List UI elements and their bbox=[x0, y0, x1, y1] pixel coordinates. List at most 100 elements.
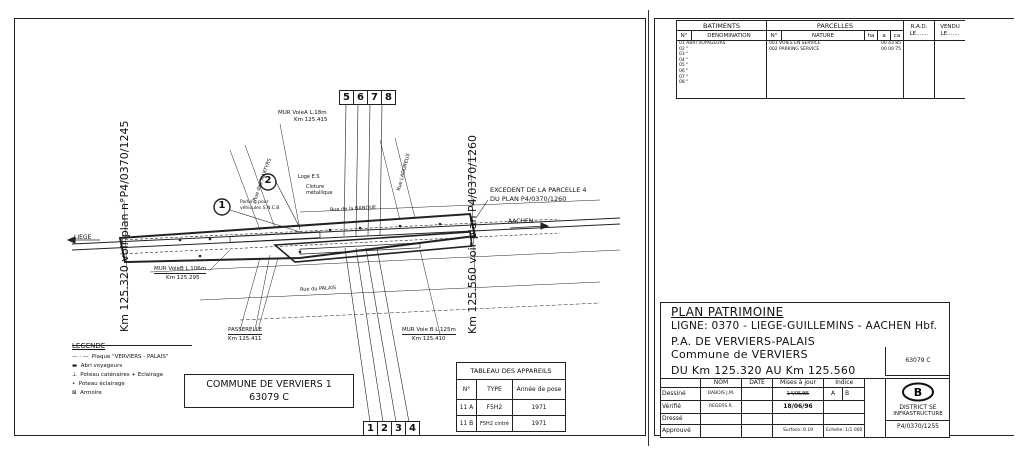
table-row: Dressé bbox=[660, 412, 866, 425]
parcel-nature: PARKING SERVICE bbox=[779, 46, 820, 52]
drawing-frame bbox=[14, 18, 646, 436]
row-approuve: Approuvé bbox=[660, 423, 701, 437]
appareils-table: TABLEAU DES APPAREILS N° TYPE Année de p… bbox=[456, 362, 566, 432]
bottom-number-4: 4 bbox=[405, 421, 420, 436]
col-denomination: DENOMINATION bbox=[691, 30, 767, 41]
approuve-nom bbox=[700, 423, 742, 437]
legend: LEGENDE — · — Plaque "VERVIERS - PALAIS"… bbox=[72, 342, 168, 398]
top-number-5: 5 bbox=[339, 90, 354, 105]
commune-box: COMMUNE DE VERVIERS 1 63079 C bbox=[184, 374, 354, 408]
loge-label: Loge E.S bbox=[298, 174, 320, 180]
track-plan bbox=[66, 102, 621, 423]
appareils-header-no: N° bbox=[456, 379, 477, 400]
legend-title: LEGENDE bbox=[72, 342, 106, 350]
armoire-symbol-icon: ⊠ bbox=[72, 390, 77, 396]
cloture-text: Cloture bbox=[306, 184, 325, 190]
parcel-no: 002 bbox=[769, 46, 778, 52]
poteau-catenaire-symbol-icon: ⊥ bbox=[72, 372, 77, 378]
callout-2-circle bbox=[259, 173, 277, 191]
approuve-date bbox=[741, 423, 773, 437]
list-item: 04 " bbox=[679, 57, 689, 63]
mur-b-right-label: MUR Voie B L.125m Km 125.410 bbox=[402, 326, 456, 343]
row-verifie: Vérifié bbox=[660, 399, 701, 414]
indice-a: A bbox=[823, 386, 843, 401]
list-item: 001 VOIES EN SERVICE 00 43 85 bbox=[769, 41, 901, 47]
parcel-no: 001 bbox=[769, 41, 778, 46]
rad-header: R.A.D.LE....... bbox=[903, 20, 935, 41]
col-ca: ca bbox=[890, 30, 904, 41]
table-row: 11 A F5H2 1971 bbox=[456, 399, 566, 416]
echelle: Echelle: 1/1.000 bbox=[822, 423, 866, 437]
col-nom: NOM bbox=[700, 378, 742, 388]
mur-b-right-km: Km 125.410 bbox=[412, 336, 446, 342]
commune-box-line-2: 63079 C bbox=[249, 392, 289, 403]
passerelle-label: PASSERELLE Km 125.411 bbox=[228, 326, 263, 343]
rad-cell bbox=[903, 40, 935, 99]
batiments-header: BATIMENTS bbox=[676, 20, 767, 31]
col-date: DATE bbox=[741, 378, 773, 388]
dresse-mise bbox=[772, 412, 824, 425]
appareils-header-annee: Année de pose bbox=[512, 379, 566, 400]
col-ha: ha bbox=[864, 30, 878, 41]
cloture-text-2: métallique bbox=[306, 190, 333, 196]
top-number-8: 8 bbox=[381, 90, 396, 105]
mur-b-left-label: MUR VoieB L.106m Km 125.295 bbox=[154, 265, 207, 282]
dessine-date bbox=[741, 386, 773, 401]
logo-letter: B bbox=[914, 386, 922, 399]
rad-label: R.A.D. bbox=[910, 23, 928, 30]
batiments-list: 01 ABRI VOYAGEURS 02 " 03 " 04 " 05 " 06… bbox=[676, 40, 767, 99]
plaque-symbol-icon: — · — bbox=[72, 354, 89, 360]
mise-1: 14/05/85 bbox=[772, 386, 824, 401]
legend-item-label: Plaque "VERVIERS - PALAIS" bbox=[91, 354, 169, 360]
col-indice: Indice bbox=[822, 378, 866, 388]
table-row: 11 B F5H2 cintré 1971 bbox=[456, 415, 566, 432]
legend-rule bbox=[72, 345, 192, 346]
list-item: 06 " bbox=[679, 68, 689, 74]
callout-1-circle bbox=[213, 198, 231, 216]
top-number-boxes: 5 6 7 8 bbox=[339, 90, 396, 105]
top-number-7: 7 bbox=[367, 90, 382, 105]
legend-item-label: Armoire bbox=[80, 390, 102, 396]
callout-1-label: 1 bbox=[218, 200, 226, 211]
legend-item-plaque: — · — Plaque "VERVIERS - PALAIS" bbox=[72, 353, 168, 362]
list-item: 08 " bbox=[679, 80, 689, 86]
table-row: Approuvé Surface: 0.19 Echelle: 1/1.000 bbox=[660, 423, 866, 437]
appareil-annee: 1971 bbox=[512, 415, 566, 432]
commune-box-line-1: COMMUNE DE VERVIERS 1 bbox=[206, 379, 332, 390]
title-ligne: LIGNE: 0370 - LIEGE-GUILLEMINS - AACHEN … bbox=[671, 320, 938, 332]
legend-item-armoire: ⊠ Armoire bbox=[72, 389, 168, 398]
row-dresse: Dressé bbox=[660, 412, 701, 425]
parking-label: Parking pour véhicules S.N.C.B bbox=[240, 200, 279, 212]
callout-2-label: 2 bbox=[264, 175, 272, 186]
km-right-label: Km 125.560 voir plan P4/0370/1260 bbox=[466, 134, 479, 334]
title-commune: Commune de VERVIERS bbox=[671, 348, 808, 361]
col-no-parcelle: N° bbox=[766, 30, 782, 41]
mur-a-text: MUR VoieA L.18m bbox=[278, 110, 327, 116]
title-pa: P.A. DE VERVIERS-PALAIS bbox=[671, 335, 815, 348]
excedent-label: EXCEDENT DE LA PARCELLE 4 DU PLAN P4/037… bbox=[490, 186, 587, 204]
sig-corner bbox=[660, 378, 701, 388]
cloture-label: Cloture métallique bbox=[306, 184, 333, 196]
poteau-eclairage-symbol-icon: • bbox=[72, 381, 76, 387]
parcel-table: BATIMENTS PARCELLES R.A.D.LE....... VEND… bbox=[676, 20, 965, 99]
indice-empty bbox=[822, 399, 866, 414]
list-item: 01 ABRI VOYAGEURS bbox=[679, 41, 726, 46]
parking-text: Parking pour bbox=[240, 200, 269, 205]
list-item: 03 " bbox=[679, 52, 689, 58]
col-a: a bbox=[877, 30, 891, 41]
mur-a-label: MUR VoieA L.18m Km 125.415 bbox=[278, 110, 327, 124]
signature-table: NOM DATE Mises à jour Indice Dessiné DAB… bbox=[660, 378, 866, 437]
bottom-number-3: 3 bbox=[391, 421, 406, 436]
dresse-date bbox=[741, 412, 773, 425]
passerelle-text: PASSERELLE bbox=[228, 327, 263, 335]
mur-b-right-text: MUR Voie B L.125m bbox=[402, 327, 456, 335]
infrastructure-label: INFRASTRUCTURE bbox=[893, 411, 943, 417]
table-row: 01 ABRI VOYAGEURS 02 " 03 " 04 " 05 " 06… bbox=[676, 40, 965, 99]
dresse-nom bbox=[700, 412, 742, 425]
appareil-no: 11 B bbox=[456, 415, 477, 432]
parcel-nature: VOIES EN SERVICE bbox=[779, 41, 821, 46]
mur-b-left-text: MUR VoieB L.106m bbox=[154, 266, 207, 274]
direction-aachen: AACHEN bbox=[508, 218, 534, 225]
district-block: B DISTRICT SE INFRASTRUCTURE P4/0370/125… bbox=[885, 378, 950, 438]
